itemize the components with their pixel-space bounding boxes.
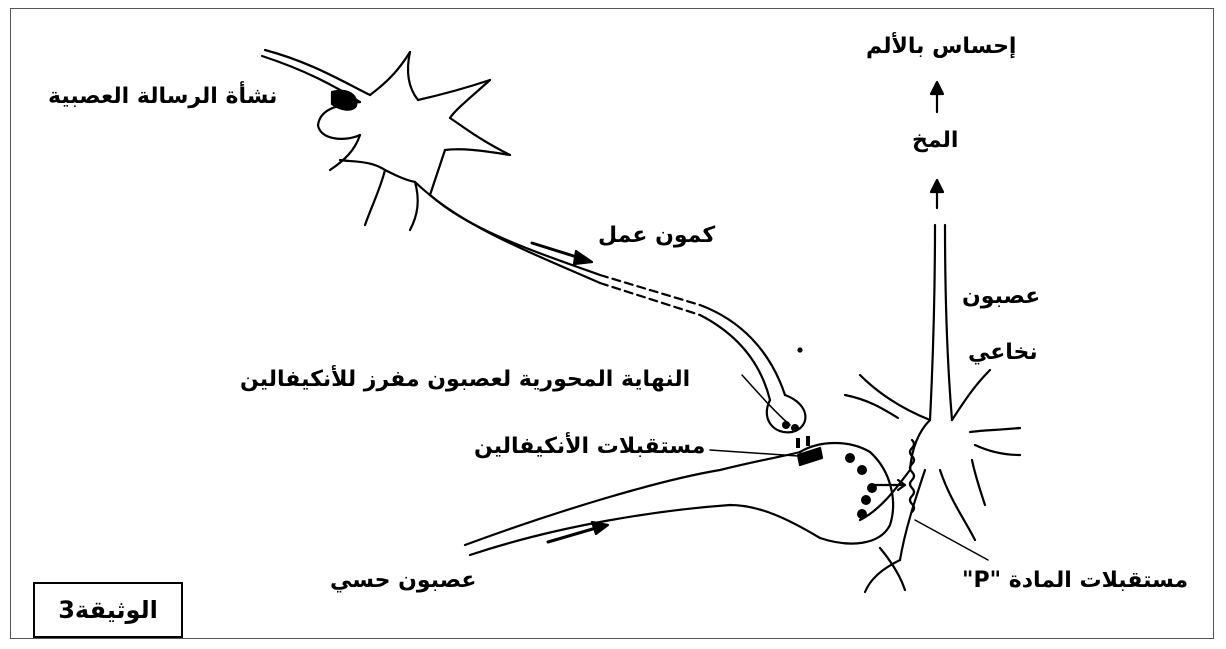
enkephalin-nucleus: [332, 91, 356, 110]
substance-p-pointer: [915, 520, 988, 560]
axon-terminal-pointer: [742, 375, 790, 425]
label-substance-p-receptors: مستقبلات المادة "P": [962, 568, 1188, 593]
sensory-neuron: [465, 443, 893, 555]
label-pain-sensation: إحساس بالألم: [866, 34, 1016, 59]
document-label: الوثيقة3: [58, 596, 158, 624]
label-sensory-neuron: عصبون حسي: [330, 568, 476, 593]
label-brain: المخ: [912, 128, 958, 153]
document-label-box: الوثيقة3: [33, 582, 183, 638]
label-axon-terminal: النهاية المحورية لعصبون مفرز للأنكيفالين: [240, 367, 690, 392]
label-action-potential: كمون عمل: [598, 223, 715, 248]
enkephalin-neuron-body: [262, 50, 510, 230]
spinal-neuron: [845, 225, 1020, 592]
label-message-origin: نشأة الرسالة العصبية: [48, 84, 277, 109]
label-spinal-neuron-2: نخاعي: [968, 340, 1038, 365]
enkephalin-axon: [415, 182, 805, 432]
vesicles: [782, 421, 810, 448]
enkephalin-receptor-pointer: [710, 450, 798, 456]
label-enkephalin-receptors: مستقبلات الأنكيفالين: [474, 434, 705, 459]
substance-p-vesicles: [845, 453, 877, 519]
label-spinal-neuron-1: عصبون: [962, 284, 1040, 309]
